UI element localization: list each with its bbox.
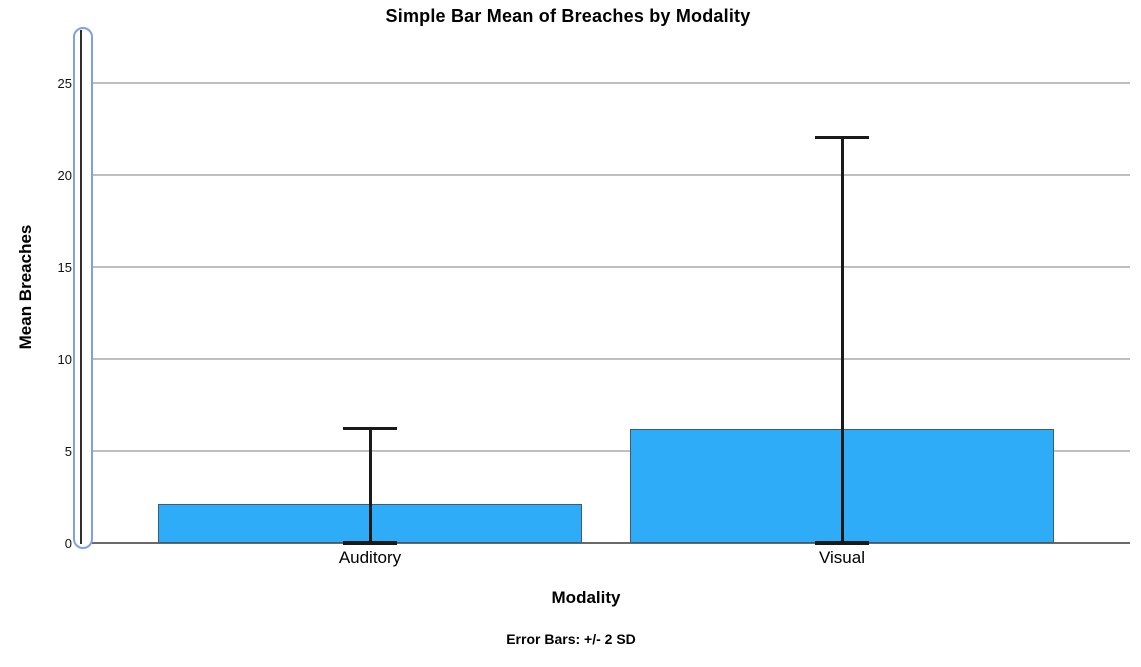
y-tick-label-15[interactable]: 15 — [57, 259, 72, 275]
category-label-visual[interactable]: Visual — [819, 548, 865, 567]
error-bar-cap-top-auditory[interactable] — [343, 426, 397, 430]
error-bar-cap-top-visual[interactable] — [815, 135, 869, 139]
y-axis-selection-highlight[interactable] — [73, 27, 93, 549]
error-bars-footnote[interactable]: Error Bars: +/- 2 SD — [506, 631, 636, 647]
y-tick-label-20[interactable]: 20 — [57, 167, 72, 183]
category-label-auditory[interactable]: Auditory — [338, 548, 402, 567]
gridline-y25 — [82, 82, 1130, 84]
y-tick-label-25[interactable]: 25 — [57, 75, 72, 91]
x-axis-line[interactable] — [82, 542, 1130, 544]
gridline-y20 — [82, 174, 1130, 176]
gridline-y10 — [82, 358, 1130, 360]
y-tick-label-5[interactable]: 5 — [64, 443, 72, 459]
y-tick-label-10[interactable]: 10 — [57, 351, 72, 367]
y-tick-label-0[interactable]: 0 — [64, 535, 72, 551]
gridline-y5 — [82, 450, 1130, 452]
x-axis-title[interactable]: Modality — [551, 588, 621, 607]
gridline-y15 — [82, 266, 1130, 268]
chart-title[interactable]: Simple Bar Mean of Breaches by Modality — [385, 6, 751, 26]
error-bar-cap-bottom-visual[interactable] — [815, 541, 869, 545]
error-bar-line-auditory[interactable] — [368, 428, 372, 543]
error-bar-cap-bottom-auditory[interactable] — [343, 541, 397, 545]
y-axis-line[interactable] — [80, 30, 82, 544]
error-bar-line-visual[interactable] — [840, 137, 844, 543]
